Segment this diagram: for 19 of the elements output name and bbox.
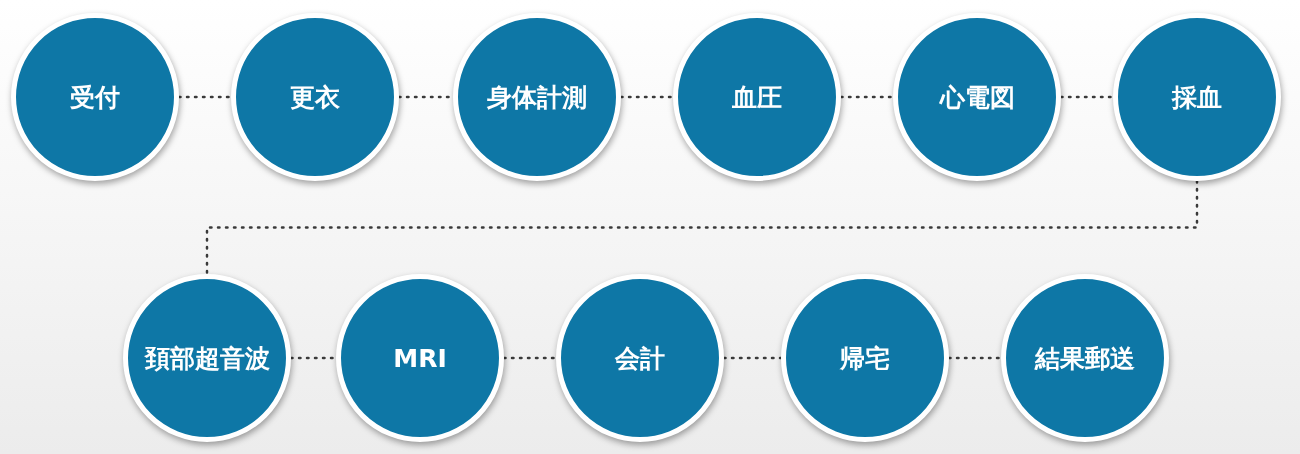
- dotted-connector: [1059, 95, 1115, 99]
- dotted-connector: [839, 95, 895, 99]
- dotted-connector: [502, 356, 558, 360]
- step-label: 会計: [615, 342, 665, 375]
- dotted-connector: [722, 356, 783, 360]
- step-label: 更衣: [290, 81, 340, 114]
- step-label: 結果郵送: [1035, 342, 1135, 375]
- step-label: 帰宅: [840, 342, 890, 375]
- step-label: 心電図: [939, 81, 1015, 114]
- step-label: 頚部超音波: [144, 342, 270, 375]
- dotted-connector: [947, 356, 1003, 360]
- step-label: MRI: [393, 343, 447, 373]
- dotted-connector: [177, 95, 233, 99]
- step-label: 身体計測: [487, 81, 587, 114]
- dotted-connector: [619, 95, 675, 99]
- step-label: 血圧: [732, 81, 782, 114]
- step-label: 採血: [1172, 81, 1222, 114]
- step-label: 受付: [70, 81, 120, 114]
- dotted-connector: [205, 179, 1199, 276]
